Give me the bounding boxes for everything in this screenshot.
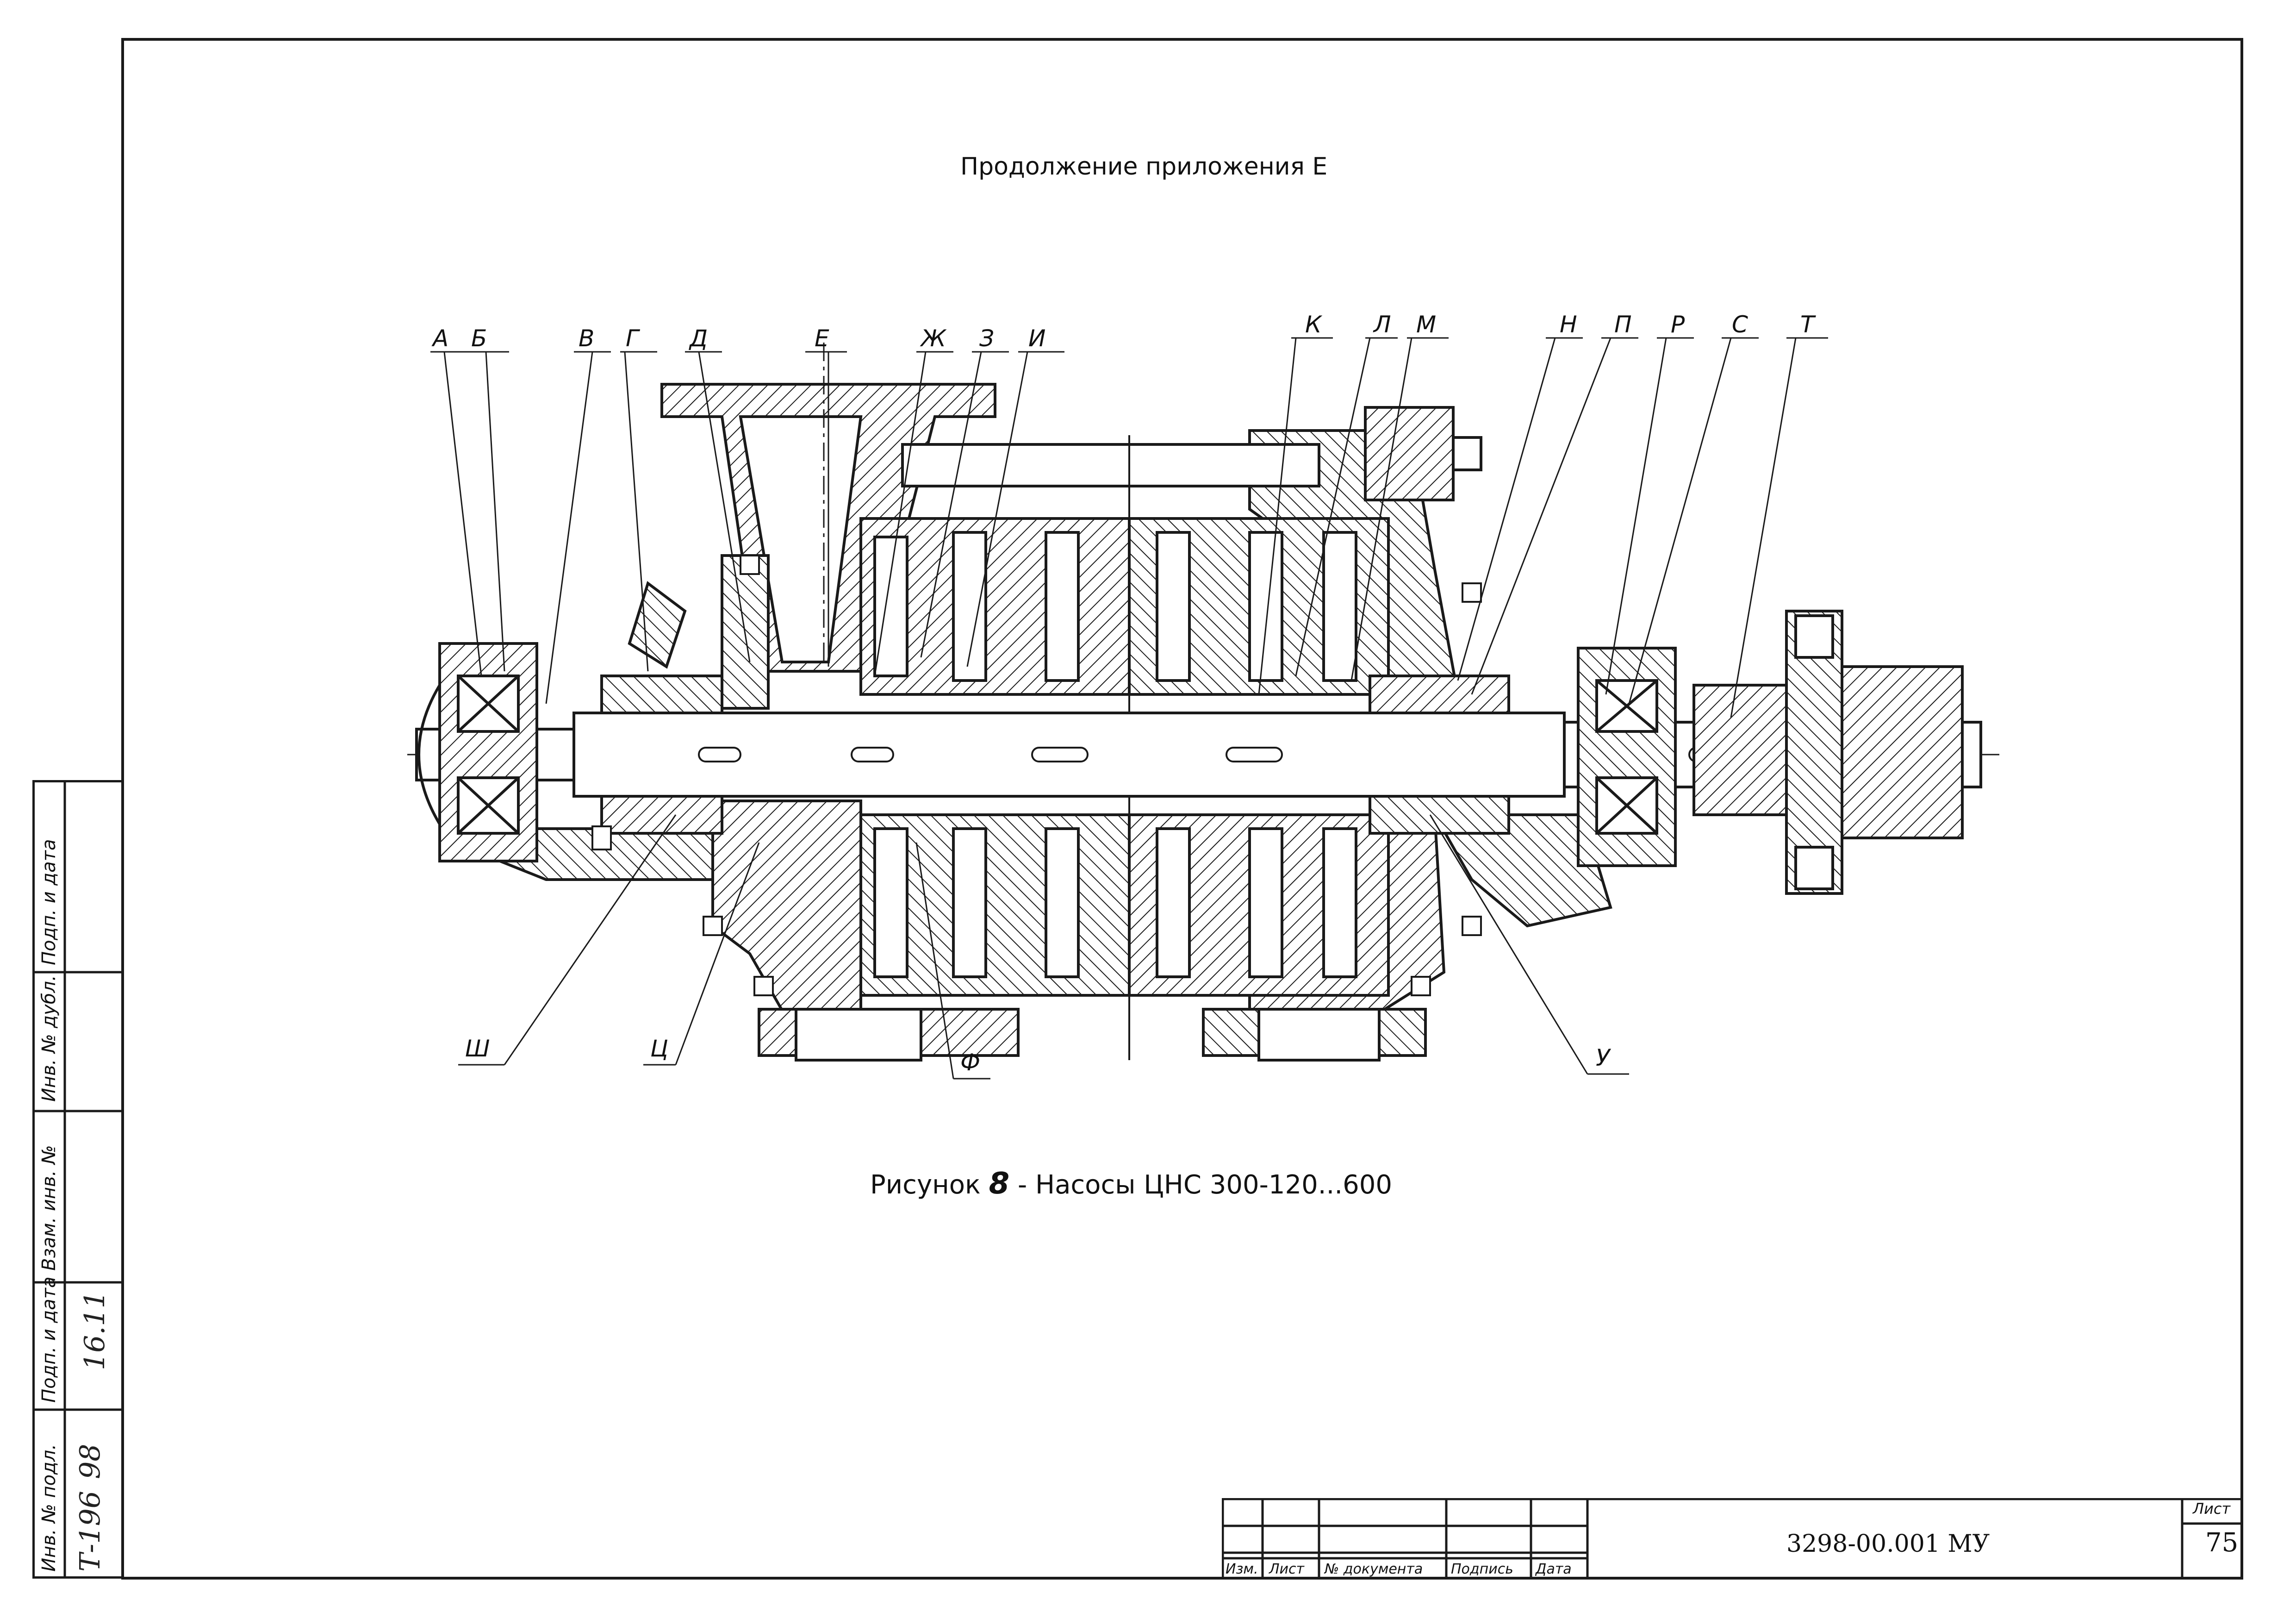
- callout-d: Д: [690, 325, 708, 352]
- title-block-label-signature: Подпись: [1451, 1561, 1513, 1577]
- title-block-label-doc: № документа: [1325, 1561, 1423, 1577]
- callout-t: Т: [1800, 311, 1815, 338]
- callout-k: К: [1305, 311, 1322, 338]
- figure-number: 8: [989, 1167, 1010, 1201]
- callout-ts: Ц: [650, 1035, 668, 1062]
- stamp-label-podp-data-2: Подп. и дата: [38, 839, 60, 965]
- callout-f: Ф: [960, 1049, 981, 1076]
- callout-e: Е: [815, 325, 829, 352]
- callout-r: Р: [1671, 311, 1685, 338]
- figure-caption-prefix: Рисунок: [870, 1170, 981, 1200]
- callout-i: И: [1028, 325, 1046, 352]
- title-block-label-izm: Изм.: [1226, 1561, 1258, 1577]
- callout-b: Б: [471, 325, 487, 352]
- title-block-label-list: Лист: [1269, 1561, 1305, 1577]
- callout-a: А: [433, 325, 449, 352]
- callout-s: С: [1732, 311, 1748, 338]
- side-stamp: [32, 780, 124, 1579]
- document-code: 3298-00.001 МУ: [1786, 1530, 1990, 1558]
- title-block: [1222, 1498, 2243, 1580]
- title-block-label-date: Дата: [1536, 1561, 1572, 1577]
- sheet-number: 75: [2205, 1528, 2239, 1558]
- stamp-label-podp-data-1: Подп. и дата: [38, 1276, 60, 1403]
- callout-v: В: [579, 325, 595, 352]
- callout-m: М: [1416, 311, 1437, 338]
- stamp-label-vzam-inv: Взам. инв. №: [38, 1145, 60, 1271]
- callout-p: П: [1614, 311, 1632, 338]
- stamp-label-inv-dubl: Инв. № дубл.: [38, 975, 60, 1102]
- continuation-title: Продолжение приложения Е: [960, 153, 1328, 181]
- callout-zh: Ж: [921, 325, 946, 352]
- side-stamp-grid: [32, 780, 124, 1579]
- stamp-handwritten-inv-number: Т-196: [74, 1491, 106, 1572]
- figure-caption: Рисунок 8 - Насосы ЦНС 300-120...600: [870, 1167, 1392, 1201]
- callout-z: З: [979, 325, 995, 352]
- callout-l: Л: [1374, 311, 1391, 338]
- callout-g: Г: [626, 325, 639, 352]
- callout-sh: Ш: [465, 1035, 490, 1062]
- figure-caption-text: - Насосы ЦНС 300-120...600: [1017, 1170, 1392, 1200]
- stamp-handwritten-date-part: 98: [74, 1443, 106, 1479]
- stamp-handwritten-signature-date: 16.11: [79, 1291, 111, 1370]
- callout-u: У: [1596, 1044, 1610, 1071]
- callout-n: Н: [1560, 311, 1577, 338]
- sheet-label: Лист: [2193, 1500, 2231, 1518]
- stamp-label-inv-podl: Инв. № подл.: [38, 1444, 60, 1572]
